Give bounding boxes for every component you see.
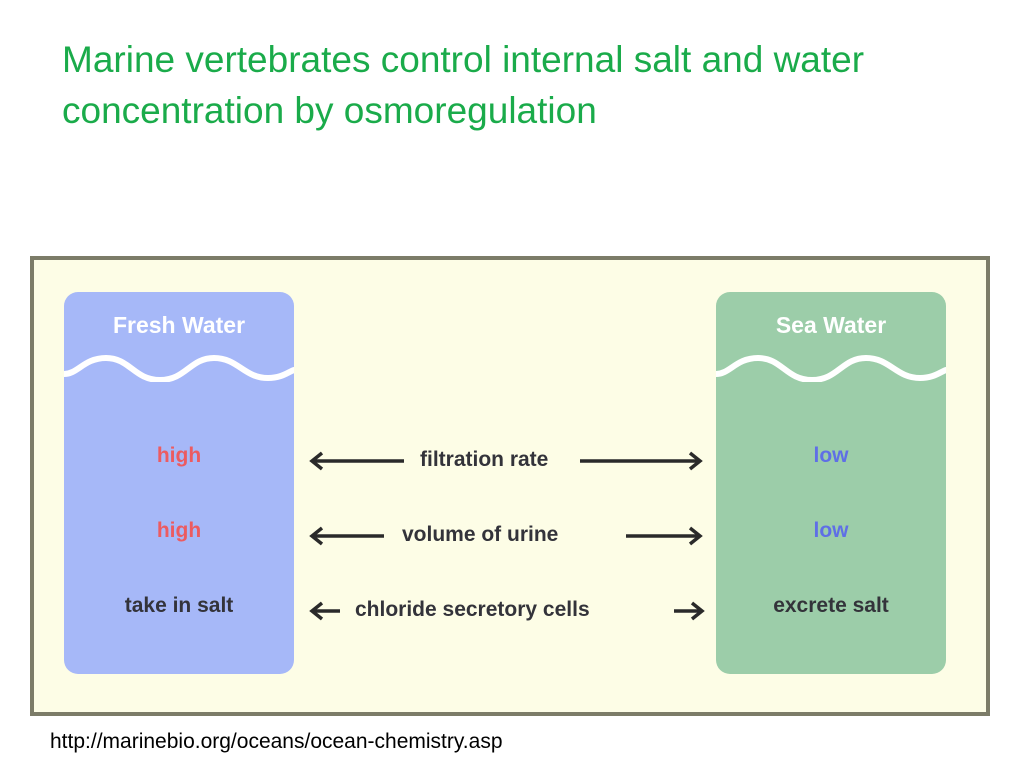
right-arrow-icon <box>626 526 703 546</box>
fresh-water-column: Fresh Water high high take in salt <box>64 292 294 674</box>
left-arrow-icon <box>309 451 404 471</box>
fresh-urine-value: high <box>156 519 202 542</box>
left-arrow-icon <box>309 526 384 546</box>
source-url: http://marinebio.org/oceans/ocean-chemis… <box>50 730 503 753</box>
sea-urine-value: low <box>813 519 849 542</box>
fresh-water-heading: Fresh Water <box>112 312 246 338</box>
slide-title-line-2: concentration by osmoregulation <box>62 90 597 131</box>
sea-water-heading: Sea Water <box>775 312 887 338</box>
row-label-volume-of-urine: volume of urine <box>402 523 559 546</box>
slide-title-line-1: Marine vertebrates control internal salt… <box>62 39 865 80</box>
right-arrow-icon <box>674 601 705 621</box>
fresh-water-wave-icon <box>64 354 294 382</box>
sea-water-column: Sea Water low low excrete salt <box>716 292 946 674</box>
row-label-filtration-rate: filtration rate <box>420 448 549 471</box>
left-arrow-icon <box>309 601 340 621</box>
sea-salt-value: excrete salt <box>773 594 889 617</box>
fresh-filtration-value: high <box>156 444 202 467</box>
sea-filtration-value: low <box>813 444 849 467</box>
row-label-chloride-secretory-cells: chloride secretory cells <box>355 598 590 621</box>
osmoregulation-diagram: Fresh Water high high take in salt Sea W… <box>30 256 990 716</box>
right-arrow-icon <box>580 451 703 471</box>
fresh-salt-value: take in salt <box>124 594 234 617</box>
slide-title: Marine vertebrates control internal salt… <box>62 34 962 136</box>
sea-water-wave-icon <box>716 354 946 382</box>
